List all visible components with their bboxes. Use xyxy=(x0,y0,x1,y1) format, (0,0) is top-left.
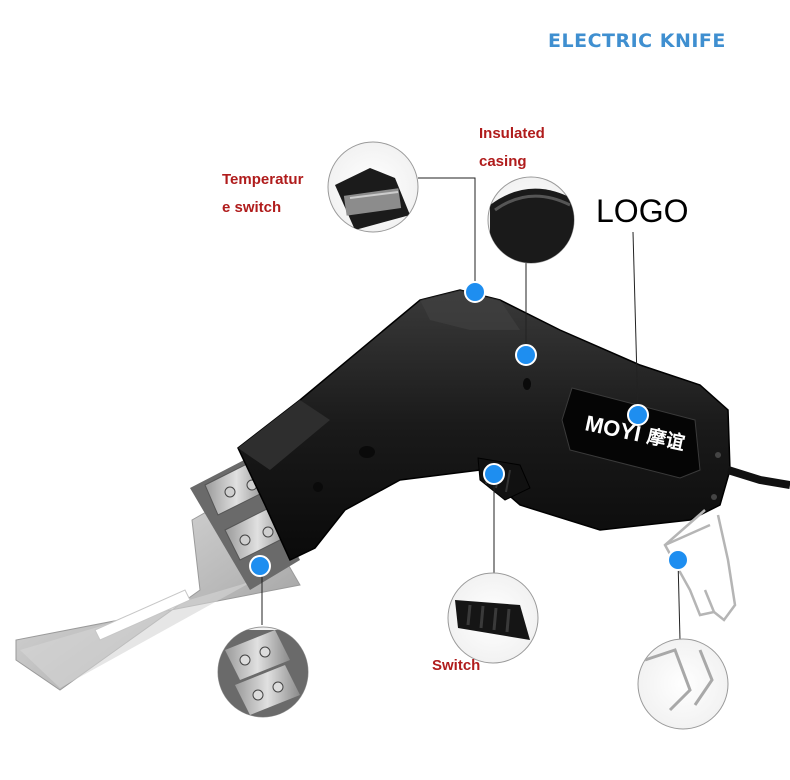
marker-switch xyxy=(483,463,505,485)
label-insulated-casing-line2: casing xyxy=(479,153,527,170)
detail-circle-insulated-casing xyxy=(487,176,575,264)
label-insulated-casing-line1: Insulated xyxy=(479,125,545,142)
marker-blade-clamp xyxy=(249,555,271,577)
hook xyxy=(663,509,737,622)
diagram-title: ELECTRIC KNIFE xyxy=(548,30,726,52)
detail-circle-temperature-switch xyxy=(327,141,419,233)
marker-insulated-casing xyxy=(515,344,537,366)
label-insulated-casing: Insulated casing xyxy=(479,120,545,176)
marker-hook xyxy=(667,549,689,571)
marker-temperature-switch xyxy=(464,281,486,303)
label-temperature-switch-line2: e switch xyxy=(222,199,282,216)
label-logo: LOGO xyxy=(596,193,689,229)
detail-circle-switch xyxy=(447,572,539,664)
label-temperature-switch-line1: Temperatur xyxy=(222,171,304,188)
markers xyxy=(249,281,689,577)
label-switch: Switch xyxy=(432,657,481,674)
marker-logo xyxy=(627,404,649,426)
knife-body xyxy=(237,289,790,562)
label-temperature-switch: Temperatur e switch xyxy=(222,166,303,222)
detail-circle-blade-clamp xyxy=(217,626,309,718)
detail-circle-hook xyxy=(637,638,729,730)
